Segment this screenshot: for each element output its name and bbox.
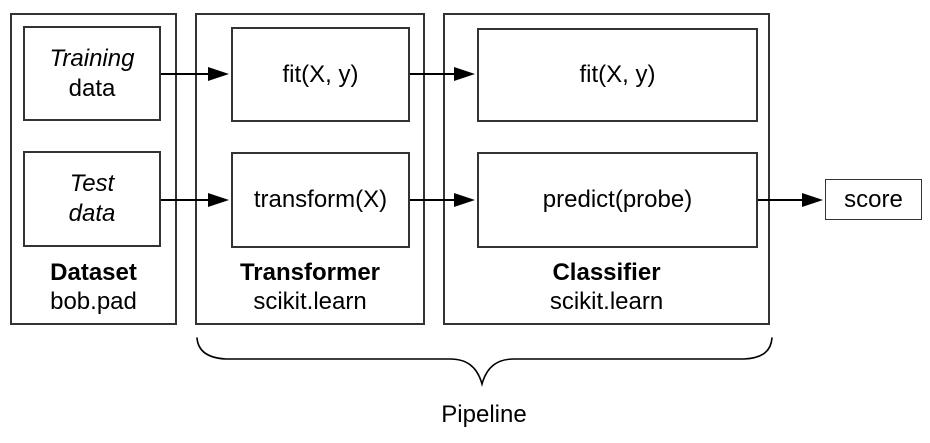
classifier-fit-box: fit(X, y) [477,28,758,122]
transformer-subtitle: scikit.learn [253,288,367,315]
test-data-line2: data [68,200,116,227]
training-data-line2: data [68,74,116,102]
transformer-fit-text: fit(X, y) [282,60,359,88]
dataset-subtitle: bob.pad [50,288,137,315]
training-data-line1: Training [49,44,135,72]
classifier-title: Classifier [552,259,661,286]
training-data-text: Training data [50,44,135,104]
test-data-text: Test data [69,169,116,229]
test-data-box: Test data [23,151,161,247]
pipeline-brace [196,337,773,387]
transformer-fit-box: fit(X, y) [231,27,410,122]
transformer-title: Transformer [239,259,381,286]
classifier-group-label: Classifier scikit.learn [445,258,768,316]
classifier-predict-text: predict(probe) [542,186,693,213]
score-box: score [825,179,922,220]
dataset-group-label: Dataset bob.pad [12,258,175,316]
pipeline-label: Pipeline [441,401,527,428]
training-data-box: Training data [23,26,161,121]
transformer-transform-text: transform(X) [253,186,388,213]
classifier-fit-text: fit(X, y) [579,61,656,88]
dataset-title: Dataset [50,259,137,286]
arrowhead-icon [802,193,823,207]
transformer-transform-box: transform(X) [231,152,410,248]
classifier-predict-box: predict(probe) [477,152,758,248]
classifier-subtitle: scikit.learn [549,288,664,315]
score-text: score [844,185,903,213]
test-data-line1: Test [69,170,115,197]
transformer-group-label: Transformer scikit.learn [197,258,423,316]
